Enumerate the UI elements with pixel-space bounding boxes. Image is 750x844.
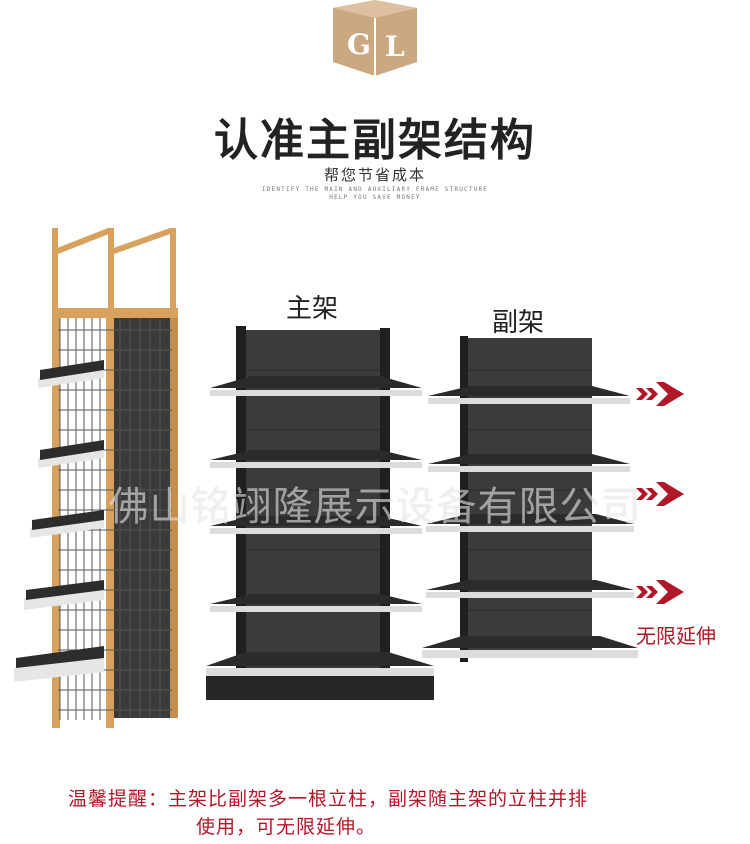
reminder-note-line1: 温馨提醒：主架比副架多一根立柱，副架随主架的立柱并排 — [68, 788, 589, 810]
infinite-extension-label: 无限延伸 — [636, 624, 716, 648]
page-title: 认准主副架结构 — [214, 115, 536, 166]
page-subtitle: 帮您节省成本 — [323, 166, 426, 184]
arrow-right-icon — [636, 482, 684, 506]
main-frame-label: 主架 — [286, 294, 339, 324]
reminder-note-line2: 使用，可无限延伸。 — [196, 816, 377, 838]
svg-text:L: L — [385, 30, 405, 63]
arrow-right-icon — [636, 382, 684, 406]
brand-logo-icon: G L — [333, 0, 417, 76]
arrow-right-icon — [636, 580, 684, 604]
english-subtitle-line2: HELP YOU SAVE MONEY — [329, 194, 421, 201]
sub-frame-label: 副架 — [492, 308, 545, 338]
svg-text:G: G — [347, 28, 371, 61]
sub-frame-shelf-image — [422, 336, 638, 662]
english-subtitle-line1: IDENTIFY THE MAIN AND AUXILIARY FRAME ST… — [261, 186, 489, 193]
wood-frame-shelf-image — [14, 228, 178, 728]
main-frame-shelf-image — [206, 326, 434, 700]
watermark-text: 佛山铭翊隆展示设备有限公司 — [108, 484, 642, 530]
